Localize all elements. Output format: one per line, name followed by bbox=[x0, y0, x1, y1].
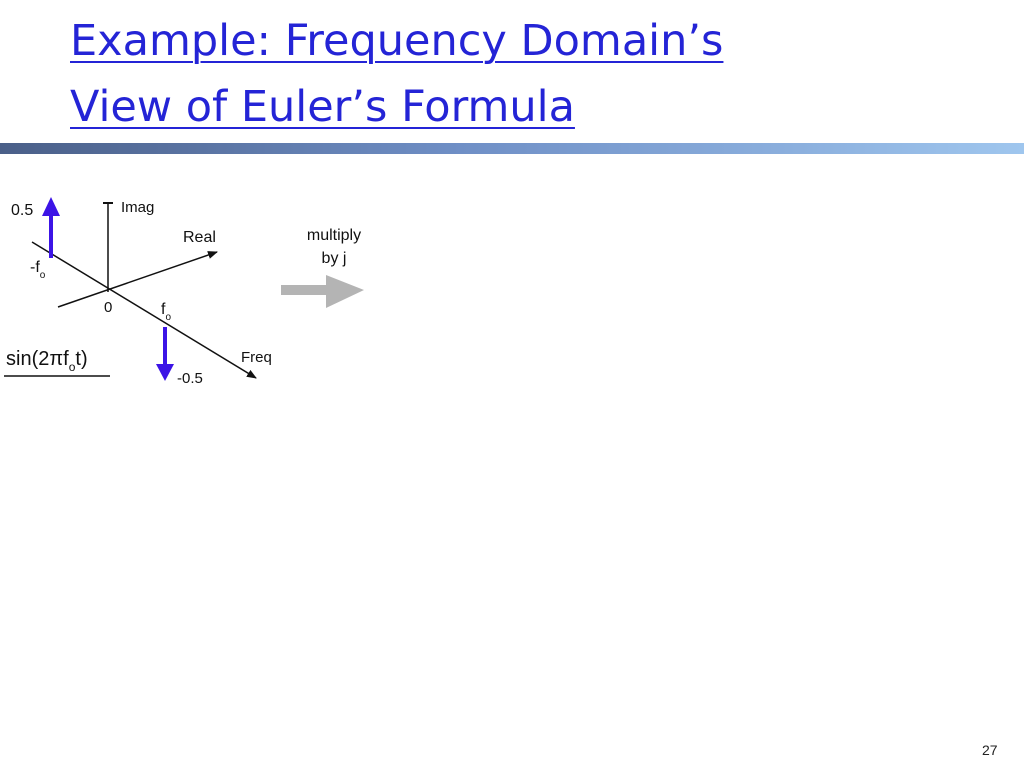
origin-label: 0 bbox=[104, 299, 112, 316]
imag-axis-label: Imag bbox=[121, 199, 154, 216]
value-label-positive: 0.5 bbox=[11, 202, 33, 219]
transform-arrow-head bbox=[326, 275, 364, 308]
function-label: sin(2πfot) bbox=[6, 348, 88, 374]
transform-arrow-shaft bbox=[281, 285, 329, 295]
slide-title: Example: Frequency Domain’s View of Eule… bbox=[70, 8, 838, 140]
negative-frequency-label: -fo bbox=[30, 259, 46, 281]
freq-axis bbox=[31, 241, 257, 379]
transform-label-line-2: by j bbox=[322, 250, 347, 267]
page-number: 27 bbox=[982, 742, 998, 758]
real-axis-label: Real bbox=[183, 229, 216, 246]
title-divider-bar bbox=[0, 143, 1024, 154]
slide-title-line-1: Example: Frequency Domain’s bbox=[70, 16, 724, 66]
freq-axis-label: Freq bbox=[241, 349, 272, 366]
impulse-arrow-positive-head bbox=[42, 197, 60, 216]
impulse-arrow-negative-head bbox=[156, 364, 174, 381]
real-axis bbox=[57, 251, 218, 308]
transform-label-line-1: multiply bbox=[307, 227, 361, 244]
positive-frequency-label: fo bbox=[161, 301, 171, 323]
slide-title-line-2: View of Euler’s Formula bbox=[70, 82, 575, 132]
value-label-negative: -0.5 bbox=[177, 370, 203, 387]
